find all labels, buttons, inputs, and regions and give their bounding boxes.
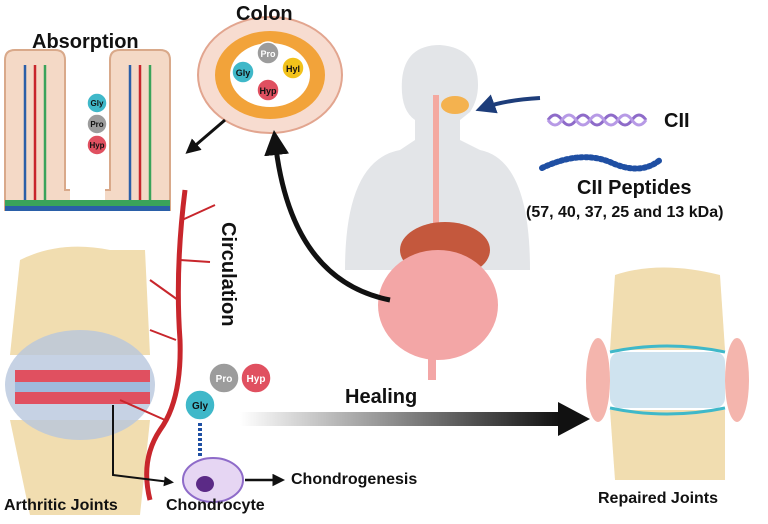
peptide-sizes-label: (57, 40, 37, 25 and 13 kDa) — [526, 204, 724, 221]
chondrogenesis-label: Chondrogenesis — [291, 471, 418, 488]
hyp-molecule-villi: Hyp — [86, 134, 108, 156]
pro-molecule-villi: Pro — [86, 113, 108, 135]
arrow-to-chondrocyte — [112, 405, 174, 487]
hyp-molecule-joint: Hyp — [240, 362, 272, 394]
healing-arrow-shaft — [240, 412, 560, 426]
cii-peptide-chain — [539, 154, 663, 172]
gly-molecule-joint: Gly — [184, 389, 216, 421]
pro-molecule-colon: Pro — [256, 41, 280, 65]
hyl-molecule-colon: Hyl — [281, 56, 305, 80]
colon-cross-section — [197, 16, 343, 134]
pro-label: Pro — [90, 120, 103, 129]
gly-label: Gly — [236, 68, 251, 78]
circulation-label: Circulation — [217, 222, 239, 327]
amino-acid-group-joint: Gly Pro Hyp — [184, 362, 272, 421]
gly-label: Gly — [91, 99, 104, 108]
hyl-label: Hyl — [286, 64, 300, 74]
hyp-molecule-colon: Hyp — [256, 78, 280, 102]
cii-helix — [546, 113, 648, 127]
healing-arrow-head — [558, 402, 590, 436]
healing-label: Healing — [345, 386, 418, 408]
absorption-label: Absorption — [32, 31, 139, 53]
arrow-colon-to-villi — [185, 118, 226, 154]
colon-label: Colon — [236, 3, 293, 25]
hyp-label: Hyp — [247, 374, 266, 385]
arrows — [112, 94, 590, 487]
hyp-label: Hyp — [259, 86, 277, 96]
chondrocyte-label: Chondrocyte — [166, 497, 265, 514]
cii-peptides-label: CII Peptides — [577, 177, 692, 199]
amino-acid-group-villi: Gly Pro Hyp — [86, 92, 108, 156]
arthritic-joint — [5, 246, 155, 515]
gly-label: Gly — [192, 401, 209, 412]
blood-vessel — [119, 189, 216, 501]
arthritic-joints-label: Arthritic Joints — [4, 497, 118, 514]
repaired-joints-label: Repaired Joints — [598, 490, 719, 507]
cii-label: CII — [664, 110, 690, 132]
pro-label: Pro — [216, 374, 233, 385]
arrow-cii-to-mouth — [475, 94, 541, 114]
intestinal-villi — [4, 49, 171, 215]
human-body — [345, 45, 530, 380]
chondrocyte-cell — [182, 423, 244, 503]
pro-label: Pro — [260, 49, 276, 59]
gly-molecule-villi: Gly — [86, 92, 108, 114]
repaired-joint — [586, 267, 749, 480]
pro-molecule-joint: Pro — [208, 362, 240, 394]
gly-molecule-colon: Gly — [231, 60, 255, 84]
arrow-body-to-colon — [264, 130, 391, 303]
amino-acid-group-colon: Hyl Pro Gly Hyp — [231, 41, 305, 102]
hyp-label: Hyp — [89, 141, 104, 150]
